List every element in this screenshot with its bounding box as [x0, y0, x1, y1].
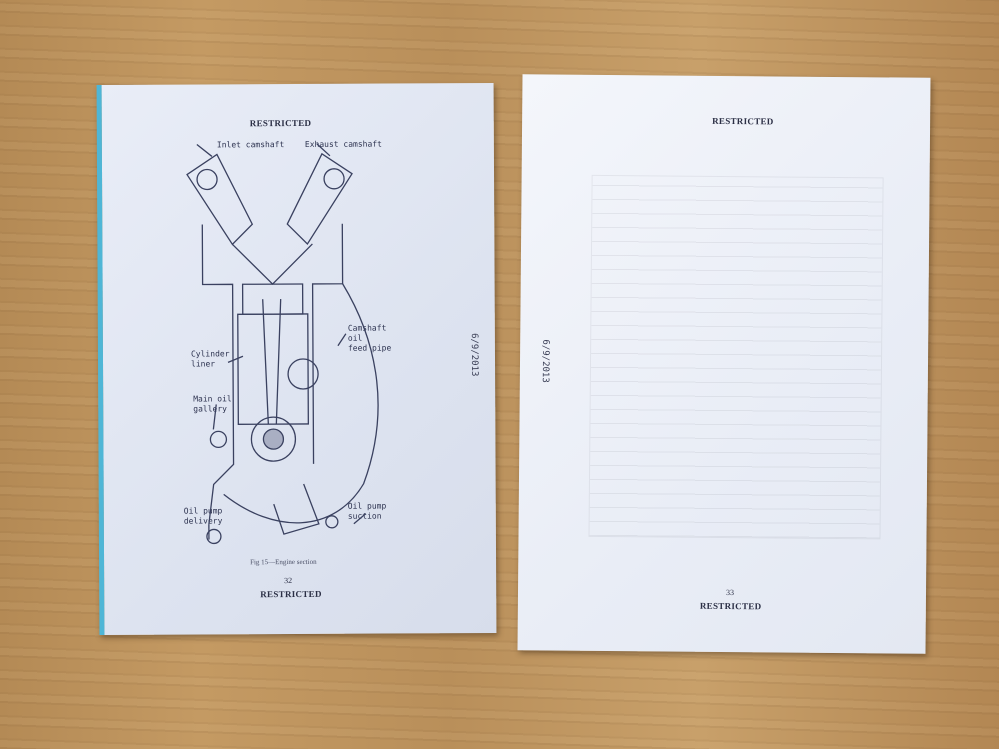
left-date-stamp: 6/9/2013	[468, 333, 480, 377]
right-footer: RESTRICTED	[699, 600, 762, 612]
left-page: RESTRICTED Inlet camshaft Exhaust camsha…	[96, 82, 497, 636]
right-page-number: 33	[725, 588, 735, 598]
show-through-diagram	[588, 174, 884, 540]
right-date-stamp: 6/9/2013	[539, 339, 551, 383]
engine-section-diagram	[186, 143, 379, 545]
right-header: RESTRICTED	[712, 115, 774, 127]
left-footer: RESTRICTED	[260, 588, 322, 600]
figure-caption: Fig 15—Engine section	[250, 557, 317, 567]
left-page-number: 32	[284, 576, 293, 586]
right-page: RESTRICTED 33 RESTRICTED 6/9/2013	[517, 74, 931, 654]
